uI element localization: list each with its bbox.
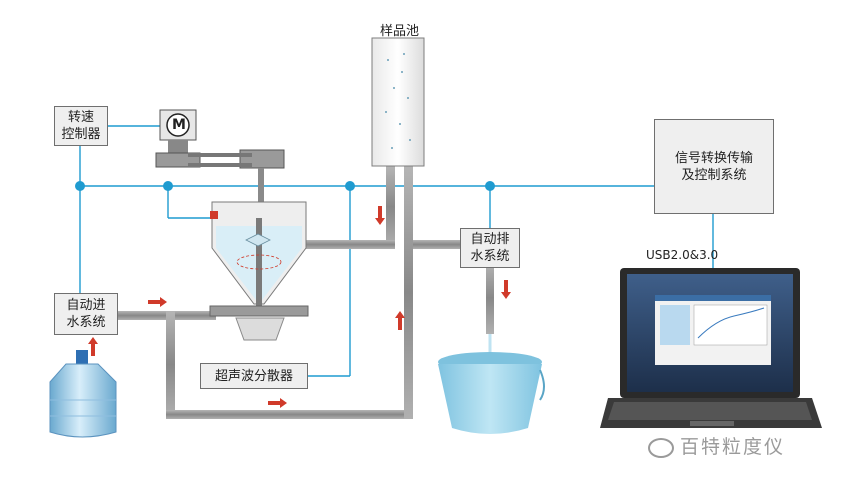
- flow-arrows: [88, 206, 511, 408]
- laptop: [600, 268, 822, 428]
- ultrasonic-box: 超声波分散器: [200, 363, 308, 389]
- bus-junctions: [75, 181, 495, 191]
- water-bottle: [49, 350, 117, 438]
- speed-controller-label: 转速 控制器: [61, 110, 101, 142]
- auto-drain-label: 自动排 水系统: [470, 232, 510, 264]
- watermark: 百特粒度仪: [648, 432, 785, 459]
- signal-system-box: 信号转换传输 及控制系统: [654, 119, 774, 214]
- drain-bucket: [438, 334, 545, 434]
- sample-pool-label: 样品池: [380, 24, 420, 39]
- ultrasonic-label: 超声波分散器: [214, 368, 293, 384]
- usb-label: USB2.0&3.0: [646, 248, 719, 262]
- watermark-text: 百特粒度仪: [680, 436, 786, 458]
- signal-bus: [79, 125, 714, 377]
- speed-controller-box: 转速 控制器: [54, 106, 108, 146]
- belt-drive: [155, 140, 285, 218]
- circulation-pipes: [118, 166, 494, 419]
- dispersion-tank: [209, 201, 309, 341]
- auto-inlet-box: 自动进 水系统: [54, 293, 118, 335]
- auto-inlet-label: 自动进 水系统: [66, 298, 106, 330]
- motor-label: M: [172, 117, 186, 133]
- auto-drain-box: 自动排 水系统: [460, 228, 520, 268]
- wechat-icon: [648, 437, 674, 458]
- sample-cell: [371, 37, 425, 167]
- motor: [159, 109, 197, 141]
- signal-system-label: 信号转换传输 及控制系统: [674, 150, 753, 183]
